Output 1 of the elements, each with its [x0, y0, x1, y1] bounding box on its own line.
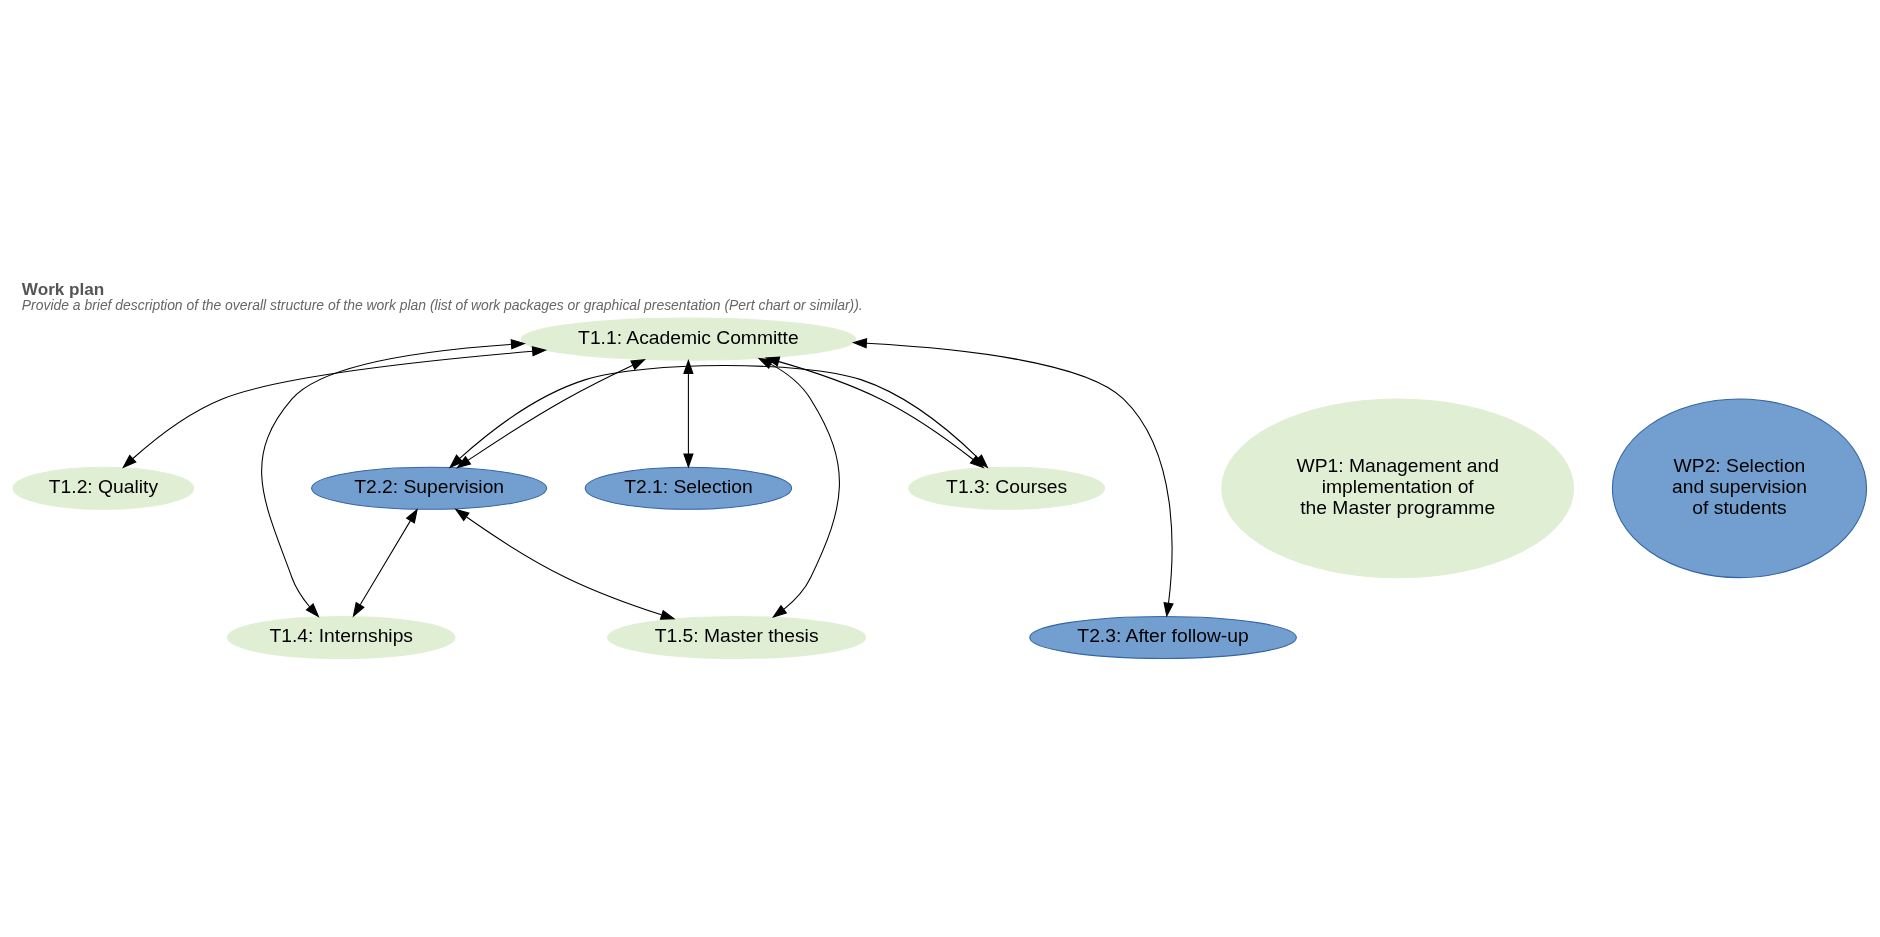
diagram-title: Work plan: [21, 279, 105, 300]
